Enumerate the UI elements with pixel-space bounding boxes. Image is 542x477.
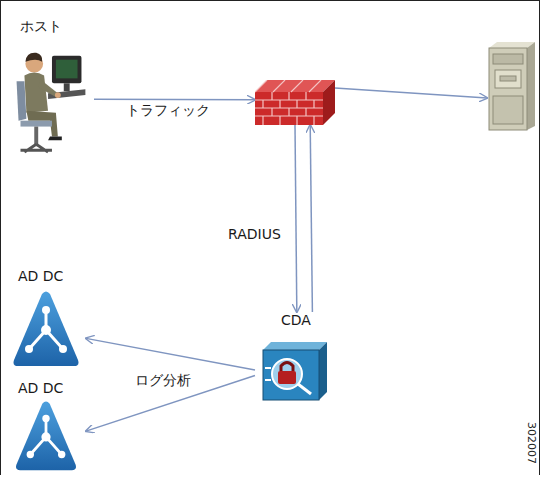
ad-dc-icon: [12, 290, 80, 368]
server-node: [487, 40, 537, 132]
cda-appliance-icon: [257, 340, 329, 402]
ad-dc-icon: [12, 400, 80, 472]
connector-arrow: [310, 125, 312, 312]
ad-dc-node: AD DC: [10, 380, 86, 473]
connector-arrow: [335, 88, 487, 98]
node-label: CDA: [255, 312, 337, 329]
edge-label: RADIUS: [226, 226, 283, 243]
host-node: ホスト: [10, 18, 94, 163]
connector-arrow: [94, 98, 255, 100]
node-label: AD DC: [10, 268, 86, 285]
node-label: ホスト: [10, 18, 94, 35]
ad-dc-node: AD DC: [10, 268, 86, 370]
cda-node: CDA: [255, 312, 337, 404]
server-icon: [487, 40, 537, 132]
edge-label: トラフィック: [124, 102, 212, 119]
connector-arrow: [86, 338, 255, 370]
figure-number: 302007: [525, 422, 538, 464]
firewall-node: [255, 80, 335, 125]
connector-arrow: [295, 125, 297, 312]
firewall-icon: [255, 80, 335, 125]
host-person-icon: [12, 42, 88, 160]
node-label: AD DC: [10, 380, 86, 397]
edge-label: ログ分析: [133, 372, 193, 389]
